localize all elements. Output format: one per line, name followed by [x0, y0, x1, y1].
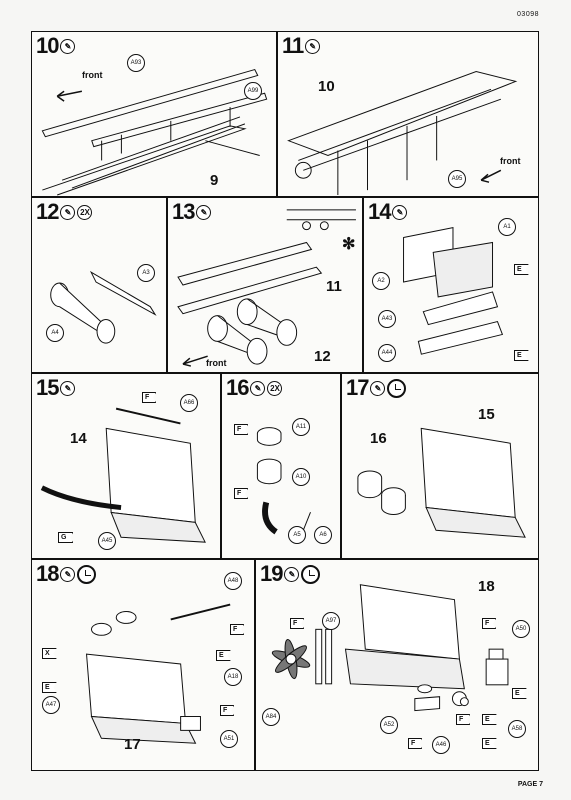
- engine-assembly-18-illustration: [85, 603, 231, 744]
- step-number: 16: [226, 375, 250, 400]
- glue-icon: ✎: [392, 204, 408, 220]
- part-callout-12: 12: [314, 348, 331, 365]
- part-tag-A51: A51: [220, 730, 238, 748]
- part-tag-A47: A47: [42, 696, 60, 714]
- glue-icon: ✎: [284, 566, 300, 582]
- tank-assembly-illustration: [50, 270, 157, 344]
- part-callout-15: 15: [478, 406, 495, 423]
- tanks-to-frame-illustration: [177, 209, 356, 367]
- engine-manifold-illustration: [40, 407, 206, 543]
- part-callout-11: 11: [326, 278, 342, 295]
- step-10-panel: 10✎ front A93 A99 9: [31, 31, 277, 197]
- part-tag-A97: A97: [322, 612, 340, 630]
- engine-air-filters-illustration: [357, 427, 526, 538]
- part-callout-14: 14: [70, 430, 87, 447]
- step-14-panel: 14✎ A1 E A2 A43 A44 E: [363, 197, 539, 373]
- step-number: 15: [36, 375, 60, 400]
- glue-icon: ✎: [60, 380, 76, 396]
- engine-block-parts-illustration: [403, 227, 504, 355]
- part-tag-A58: A58: [508, 720, 526, 738]
- step-number: 11: [282, 33, 304, 58]
- part-tag-A52: A52: [380, 716, 398, 734]
- step-number: 13: [172, 199, 196, 224]
- part-tag-A45: A45: [98, 532, 116, 550]
- part-tag-A99: A99: [244, 82, 262, 100]
- front-label: front: [206, 358, 227, 368]
- part-tag-A43: A43: [378, 310, 396, 328]
- front-label: front: [82, 70, 103, 80]
- step-number: 19: [260, 561, 284, 586]
- glue-icon: ✎: [196, 204, 212, 220]
- step-16-panel: 16✎2X F A11 A10 F A5 A6: [221, 373, 341, 559]
- part-callout-17: 17: [124, 736, 141, 753]
- glue-icon: ✎: [250, 380, 266, 396]
- engine-assembly-19-illustration: [271, 584, 509, 712]
- clock-icon: [387, 378, 407, 398]
- step-18-panel: 18✎ A48 F X E A18 E A47 F 17 A51: [31, 559, 255, 771]
- step-number: 18: [36, 561, 60, 586]
- part-callout-16: 16: [370, 430, 387, 447]
- quantity-badge: 2X: [77, 204, 93, 220]
- step-number: 12: [36, 199, 60, 224]
- page-number: PAGE 7: [517, 781, 543, 788]
- part-callout-10: 10: [318, 78, 335, 95]
- document-code: 03098: [517, 11, 539, 18]
- glue-icon: ✎: [60, 566, 76, 582]
- front-label: front: [500, 156, 521, 166]
- glue-icon: ✎: [60, 38, 76, 54]
- step-13-panel: 13✎ ✻ 11 12 front: [167, 197, 363, 373]
- part-tag-A10: A10: [292, 468, 310, 486]
- part-tag-A5: A5: [288, 526, 306, 544]
- glue-icon: ✎: [305, 38, 321, 54]
- part-tag-A95: A95: [448, 170, 466, 188]
- part-callout-9: 9: [210, 172, 219, 189]
- part-tag-A2: A2: [372, 272, 390, 290]
- glue-icon: ✎: [60, 204, 76, 220]
- frame-rails-illustration: [41, 68, 268, 196]
- part-tag-A6: A6: [314, 526, 332, 544]
- part-callout-18: 18: [478, 578, 495, 595]
- step-12-panel: 12✎2X A3 A4: [31, 197, 167, 373]
- part-tag-A44: A44: [378, 344, 396, 362]
- air-filter-illustration: [256, 427, 311, 537]
- step-17-panel: 17✎ 15 16: [341, 373, 539, 559]
- glue-icon: ✎: [370, 380, 386, 396]
- asterisk-icon: ✻: [342, 236, 356, 253]
- part-tag-A1: A1: [498, 218, 516, 236]
- part-tag-A84: A84: [262, 708, 280, 726]
- quantity-badge: 2X: [267, 380, 283, 396]
- part-tag-A11: A11: [292, 418, 310, 436]
- step-19-panel: 19✎ 18 F A97 F A50 E A84 A52 F E F A46 E…: [255, 559, 539, 771]
- step-number: 17: [346, 375, 370, 400]
- step-11-panel: 11✎ 10 front A95: [277, 31, 539, 197]
- part-tag-A18: A18: [224, 668, 242, 686]
- clock-icon: [301, 564, 321, 584]
- part-tag-A50: A50: [512, 620, 530, 638]
- step-number: 14: [368, 199, 392, 224]
- frame-crossmember-illustration: [287, 71, 518, 196]
- step-number: 10: [36, 33, 60, 58]
- part-tag-A46: A46: [432, 736, 450, 754]
- part-tag-A4: A4: [46, 324, 64, 342]
- part-tag-A66: A66: [180, 394, 198, 412]
- part-tag-A48: A48: [224, 572, 242, 590]
- clock-icon: [77, 564, 97, 584]
- part-tag-A93: A93: [127, 54, 145, 72]
- part-tag-A3: A3: [137, 264, 155, 282]
- step-15-panel: 15✎ F A66 14 G A45: [31, 373, 221, 559]
